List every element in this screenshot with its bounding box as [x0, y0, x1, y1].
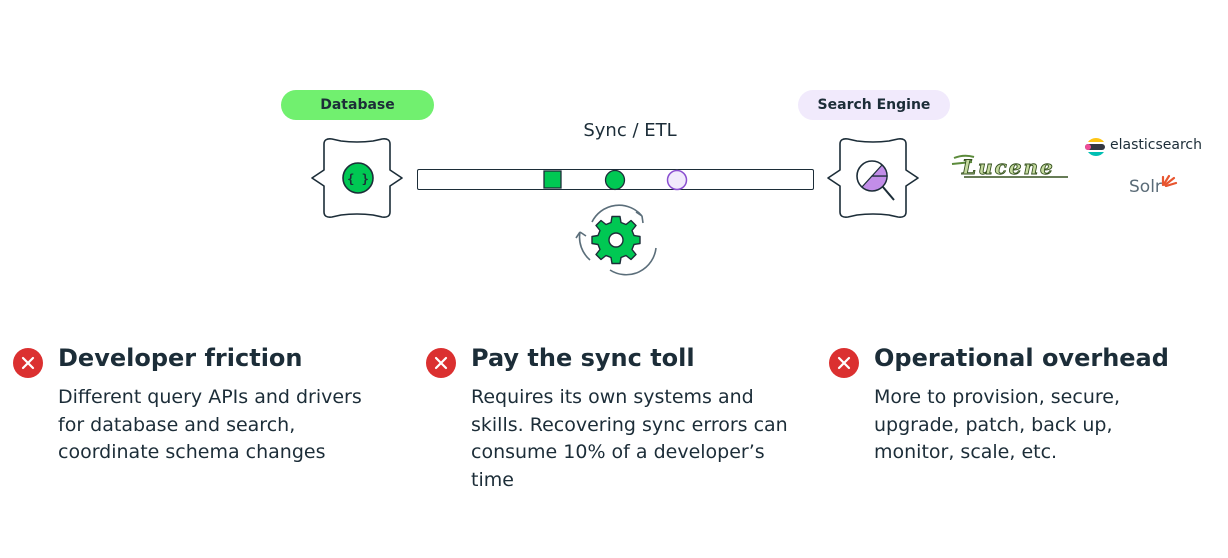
solr-sun-icon [1160, 171, 1178, 191]
circle-packet [604, 169, 626, 191]
close-icon [426, 348, 456, 378]
solr-label: Solr [1129, 177, 1162, 197]
database-icon: { } [310, 136, 406, 224]
database-pill: Database [281, 90, 434, 120]
elasticsearch-label: elasticsearch [1110, 137, 1202, 153]
lucene-logo: Lucene [950, 152, 1075, 184]
close-icon [13, 348, 43, 378]
sync-gear-icon [570, 202, 662, 282]
search-engine-icon [826, 136, 922, 224]
sync-etl-label: Sync / ETL [583, 120, 677, 141]
purple-packet [666, 169, 688, 191]
point-title: Operational overhead [874, 344, 1169, 372]
search-engine-pill: Search Engine [798, 90, 950, 120]
data-packets [543, 169, 688, 191]
point-body: Different query APIs and drivers for dat… [58, 386, 362, 463]
point-body: More to provision, secure, upgrade, patc… [874, 386, 1120, 463]
close-icon [829, 348, 859, 378]
point-body: Requires its own systems and skills. Rec… [471, 386, 788, 491]
square-packet [543, 170, 562, 189]
point-title: Developer friction [58, 344, 303, 372]
svg-text:{ }: { } [347, 172, 369, 186]
point-title: Pay the sync toll [471, 344, 695, 372]
svg-text:Lucene: Lucene [961, 155, 1055, 179]
elasticsearch-logo-icon [1084, 136, 1106, 162]
